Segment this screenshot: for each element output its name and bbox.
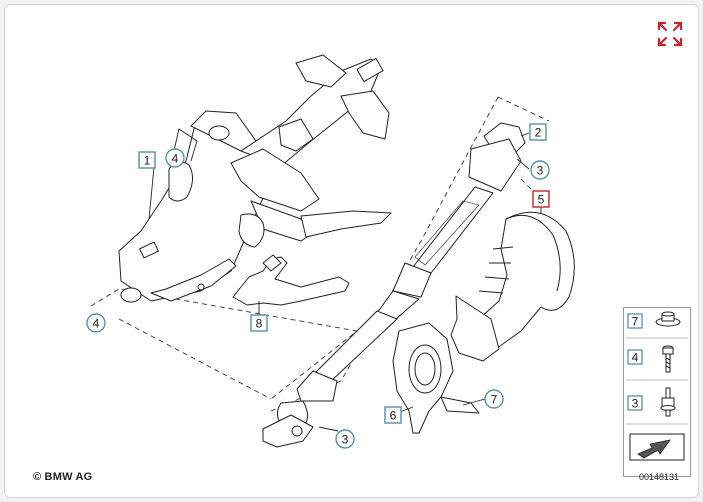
- callout-frame: [165, 148, 185, 168]
- callout-part-5[interactable]: 5: [532, 190, 550, 208]
- callout-frame: [138, 151, 156, 169]
- callout-label: 7: [491, 393, 498, 407]
- callout-frame: [384, 406, 402, 424]
- nut-bolt-icon: [660, 387, 676, 417]
- callout-part-2[interactable]: 2: [529, 123, 547, 141]
- callout-frame: [86, 313, 106, 333]
- callout-label: 1: [144, 154, 151, 168]
- legend-label: 4: [632, 351, 639, 365]
- callout-frame: [627, 313, 643, 329]
- legend-item-7[interactable]: 7: [627, 313, 643, 329]
- callout-part-4-lower[interactable]: 4: [86, 313, 106, 333]
- release-lever[interactable]: [232, 254, 350, 306]
- callout-frame: [529, 123, 547, 141]
- flange-screw-icon: [655, 311, 681, 327]
- callout-frame: [250, 314, 268, 332]
- steering-column-assembly[interactable]: [118, 54, 392, 303]
- callout-label: 4: [172, 152, 179, 166]
- forward-arrow-icon: [629, 433, 685, 461]
- callout-frame: [627, 395, 643, 411]
- callout-label: 8: [256, 317, 263, 331]
- callout-frame: [532, 190, 550, 208]
- callout-part-3-lower[interactable]: 3: [335, 429, 355, 449]
- exploded-parts-diagram: 1 4 4 8 2 3 5 6: [86, 54, 575, 449]
- callout-part-1[interactable]: 1: [138, 151, 156, 169]
- callout-label: 2: [535, 126, 542, 140]
- expand-icon[interactable]: [655, 19, 685, 49]
- callout-part-3-upper[interactable]: 3: [530, 160, 550, 180]
- diagram-card: 1 4 4 8 2 3 5 6: [4, 4, 699, 498]
- callout-part-7[interactable]: 7: [484, 389, 504, 409]
- callout-label: 6: [390, 409, 397, 423]
- callout-label: 4: [93, 317, 100, 331]
- callout-frame: [530, 160, 550, 180]
- rubber-boot[interactable]: [470, 211, 575, 352]
- legend-label: 7: [632, 315, 639, 329]
- fastener-legend: 7 4 3: [623, 307, 691, 477]
- callout-part-8[interactable]: 8: [250, 314, 268, 332]
- callout-part-4-upper[interactable]: 4: [165, 148, 185, 168]
- legend-graphics: 7 4 3: [626, 311, 688, 461]
- callout-label: 5: [538, 193, 545, 207]
- image-number: 00148131: [638, 472, 680, 482]
- legend-item-3[interactable]: 3: [627, 395, 643, 411]
- leader-lines: [148, 128, 542, 432]
- bolt-icon: [662, 345, 674, 373]
- callout-part-6[interactable]: 6: [384, 406, 402, 424]
- callout-label: 3: [342, 433, 349, 447]
- steering-shaft[interactable]: [262, 122, 526, 448]
- callout-frame: [627, 349, 643, 365]
- legend-label: 3: [632, 397, 639, 411]
- copyright-text: © BMW AG: [33, 471, 93, 483]
- callout-label: 3: [537, 164, 544, 178]
- callout-frame: [484, 389, 504, 409]
- legend-item-4[interactable]: 4: [627, 349, 643, 365]
- callout-frame: [335, 429, 355, 449]
- seal-plate[interactable]: [392, 295, 500, 434]
